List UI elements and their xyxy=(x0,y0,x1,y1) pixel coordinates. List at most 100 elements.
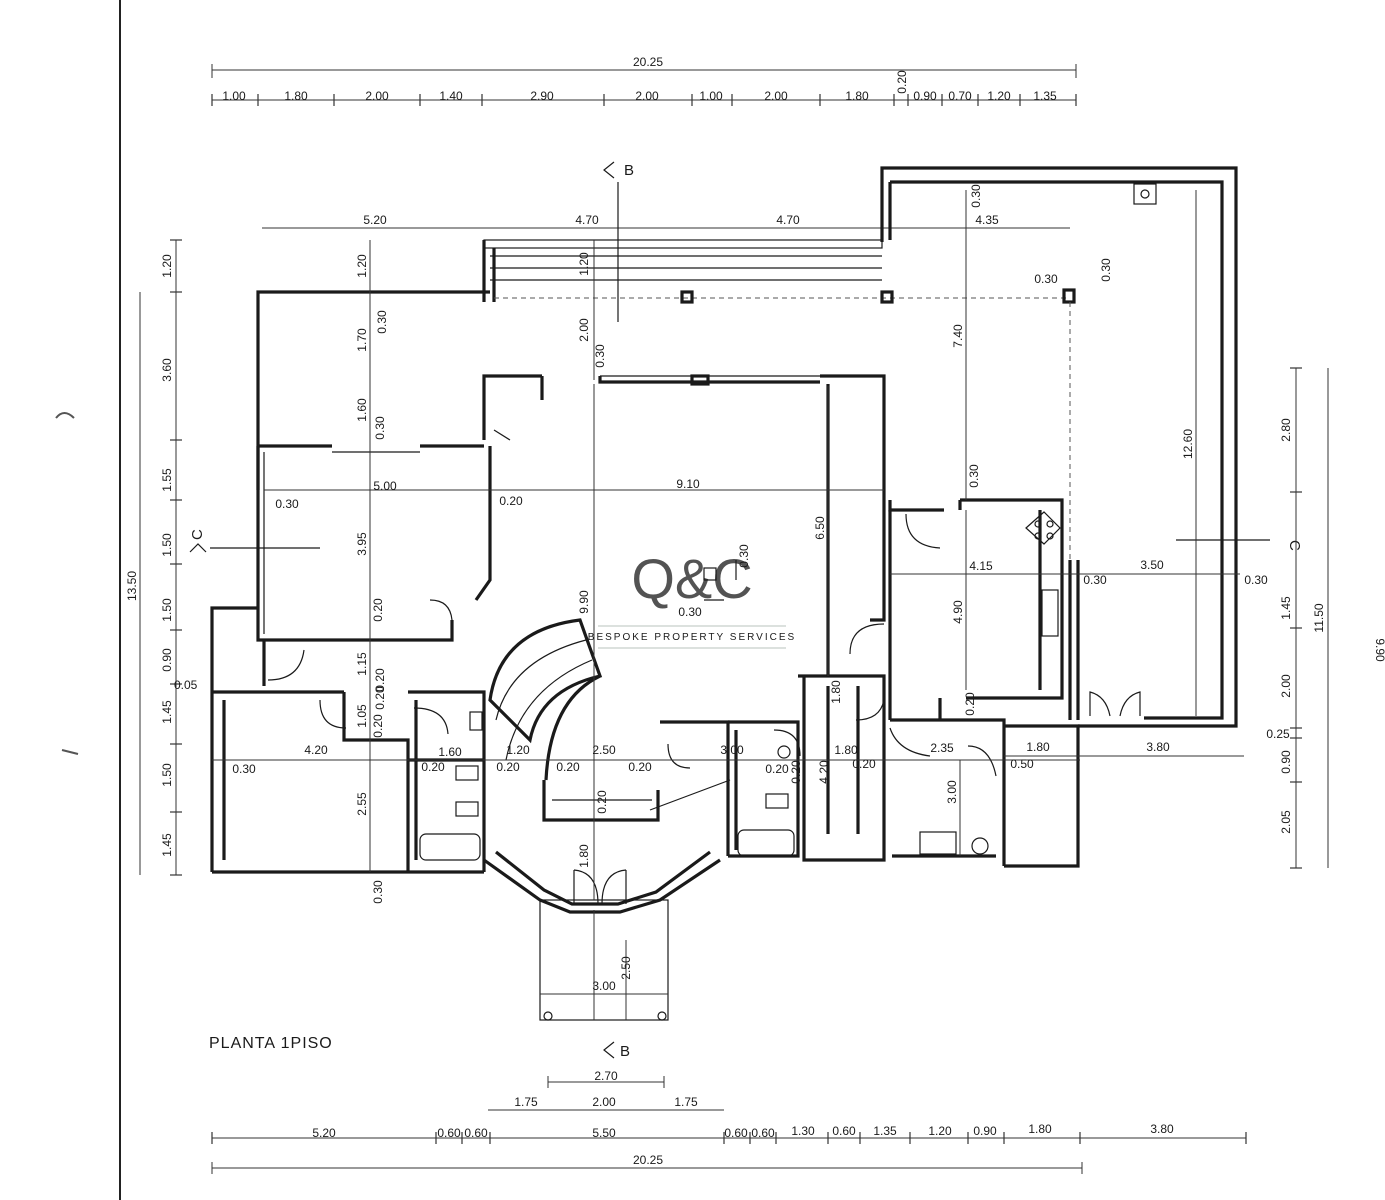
top-dim-3: 2.00 xyxy=(365,89,389,103)
dim-t-15: 9.90 xyxy=(577,590,591,614)
top-dim-9: 1.80 xyxy=(845,89,869,103)
top-dim-5: 2.90 xyxy=(530,89,554,103)
dim-t-38: 0.30 xyxy=(371,880,385,904)
bottom-r1-dim-2: 2.00 xyxy=(592,1095,616,1109)
scan-mark-1 xyxy=(55,412,75,419)
bottom-r2-dim-4: 5.50 xyxy=(592,1126,616,1140)
right-dim-6: 2.05 xyxy=(1279,810,1293,834)
dim-t-26: 4.90 xyxy=(951,600,965,624)
dim-t-62: 2.50 xyxy=(619,956,633,980)
right-dim-1: 2.80 xyxy=(1279,418,1293,442)
right-dim-3: 2.00 xyxy=(1279,674,1293,698)
left-dim-4: 1.50 xyxy=(160,533,174,557)
dim-t-42: 1.20 xyxy=(506,743,530,757)
top-dim-4: 1.40 xyxy=(439,89,463,103)
dim-t-18: 6.50 xyxy=(813,516,827,540)
bottom-r2-dim-5: 0.60 xyxy=(724,1126,748,1140)
top-dim-1: 1.00 xyxy=(222,89,246,103)
right-dim-5: 0.90 xyxy=(1279,750,1293,774)
bottom-r2-dim-10: 1.20 xyxy=(928,1124,952,1138)
right-total-dim: 11.50 xyxy=(1312,603,1326,632)
section-c-label-left: C xyxy=(189,529,206,540)
bottom-r2-dim-3: 0.60 xyxy=(464,1126,488,1140)
dim-t-45: 0.20 xyxy=(628,760,652,774)
dim-t-60: 1.80 xyxy=(577,844,591,868)
dim-t-20: 7.40 xyxy=(951,324,965,348)
top-dim-12: 0.70 xyxy=(948,89,972,103)
left-dim-1: 1.20 xyxy=(160,254,174,278)
bottom-dimension-chain: 2.70 1.75 2.00 1.75 5.20 0.60 0.60 5.50 … xyxy=(211,1069,1247,1174)
dim-t-57: 3.80 xyxy=(1146,740,1170,754)
dim-t-44: 2.50 xyxy=(592,743,616,757)
dim-t-21: 0.30 xyxy=(1034,272,1058,286)
dim-t-5: 0.30 xyxy=(373,416,387,440)
dim-t-32: 1.05 xyxy=(355,704,369,728)
dim-t-3: 0.30 xyxy=(375,310,389,334)
section-mark-b-bottom: B xyxy=(603,1041,630,1060)
building-walls xyxy=(210,166,1238,1021)
bottom-r1-dim-3: 1.75 xyxy=(674,1095,698,1109)
top-dim-6: 2.00 xyxy=(635,89,659,103)
row2-dim-4: 4.35 xyxy=(975,213,999,227)
top-dimension-chain: 20.25 1.00 1.80 2.00 1.40 2.90 2.00 1.00… xyxy=(211,55,1077,106)
fixtures xyxy=(419,183,1157,861)
dim-t-31: 0.20 xyxy=(373,668,387,692)
bottom-r2-dim-13: 3.80 xyxy=(1150,1122,1174,1136)
column-marker xyxy=(704,560,737,601)
dim-t-51: 0.20 xyxy=(852,757,876,771)
dim-t-58: 3.00 xyxy=(945,780,959,804)
dim-t-36: 0.30 xyxy=(232,762,256,776)
right-dim-4: 0.25 xyxy=(1266,727,1290,741)
bottom-r2-dim-8: 0.60 xyxy=(832,1124,856,1138)
top-dim-2: 1.80 xyxy=(284,89,308,103)
dim-t-7: 0.30 xyxy=(275,497,299,511)
scan-mark-2 xyxy=(61,749,79,755)
bottom-entry-dim: 2.70 xyxy=(594,1069,618,1083)
dim-t-6: 5.00 xyxy=(373,479,397,493)
bottom-r2-dim-7: 1.30 xyxy=(791,1124,815,1138)
left-dim-3: 1.55 xyxy=(160,468,174,492)
dim-t-56: 1.80 xyxy=(1026,740,1050,754)
row2-dim-1: 5.20 xyxy=(363,213,387,227)
bottom-r2-dim-2: 0.60 xyxy=(437,1126,461,1140)
bottom-r2-dim-1: 5.20 xyxy=(312,1126,336,1140)
dim-t-37: 2.55 xyxy=(355,792,369,816)
dim-t-49: 1.80 xyxy=(834,743,858,757)
left-dim-5: 1.50 xyxy=(160,598,174,622)
dim-t-12: 2.00 xyxy=(577,318,591,342)
dim-t-53: 0.20 xyxy=(963,692,977,716)
dim-t-40: 0.20 xyxy=(421,760,445,774)
left-dim-6: 0.90 xyxy=(160,648,174,672)
bottom-r1-dim-1: 1.75 xyxy=(514,1095,538,1109)
section-mark-c-right: C xyxy=(1176,539,1303,551)
top-dim-14: 1.35 xyxy=(1033,89,1057,103)
row2-dim-3: 4.70 xyxy=(776,213,800,227)
dim-t-9: 3.95 xyxy=(355,532,369,556)
watermark-tagline: BESPOKE PROPERTY SERVICES xyxy=(588,632,796,643)
dim-t-41: 0.20 xyxy=(496,760,520,774)
dim-t-30: 1.15 xyxy=(355,652,369,676)
dim-t-14: 9.10 xyxy=(676,477,700,491)
section-b-label-bottom: B xyxy=(620,1043,630,1060)
dim-t-4: 1.60 xyxy=(355,398,369,422)
dim-t-52: 1.80 xyxy=(829,680,843,704)
top-dim-7: 1.00 xyxy=(699,89,723,103)
bottom-r2-dim-11: 0.90 xyxy=(973,1124,997,1138)
bottom-total-dim: 20.25 xyxy=(633,1153,663,1167)
dim-t-27: 0.30 xyxy=(1083,573,1107,587)
bottom-r2-dim-6: 0.60 xyxy=(751,1126,775,1140)
dim-t-43: 0.20 xyxy=(556,760,580,774)
interior-dimension-lines xyxy=(212,190,1244,1020)
dim-t-59: 0.20 xyxy=(789,760,803,784)
dim-t-34: 0.20 xyxy=(373,686,387,710)
right-dimension-chain: 11.50 2.80 1.45 2.00 0.25 0.90 2.05 9.90 xyxy=(1266,367,1385,869)
dim-t-50: 4.20 xyxy=(817,760,831,784)
dim-t-17: 0.30 xyxy=(678,605,702,619)
dim-t-11: 1.20 xyxy=(577,252,591,276)
dim-t-1: 1.20 xyxy=(355,254,369,278)
left-dim-7: 1.45 xyxy=(160,700,174,724)
left-offset-dim: 0.05 xyxy=(174,678,198,692)
dim-t-48: 0.20 xyxy=(765,762,789,776)
dim-t-25: 4.15 xyxy=(969,559,993,573)
dim-t-23: 12.60 xyxy=(1181,429,1195,459)
